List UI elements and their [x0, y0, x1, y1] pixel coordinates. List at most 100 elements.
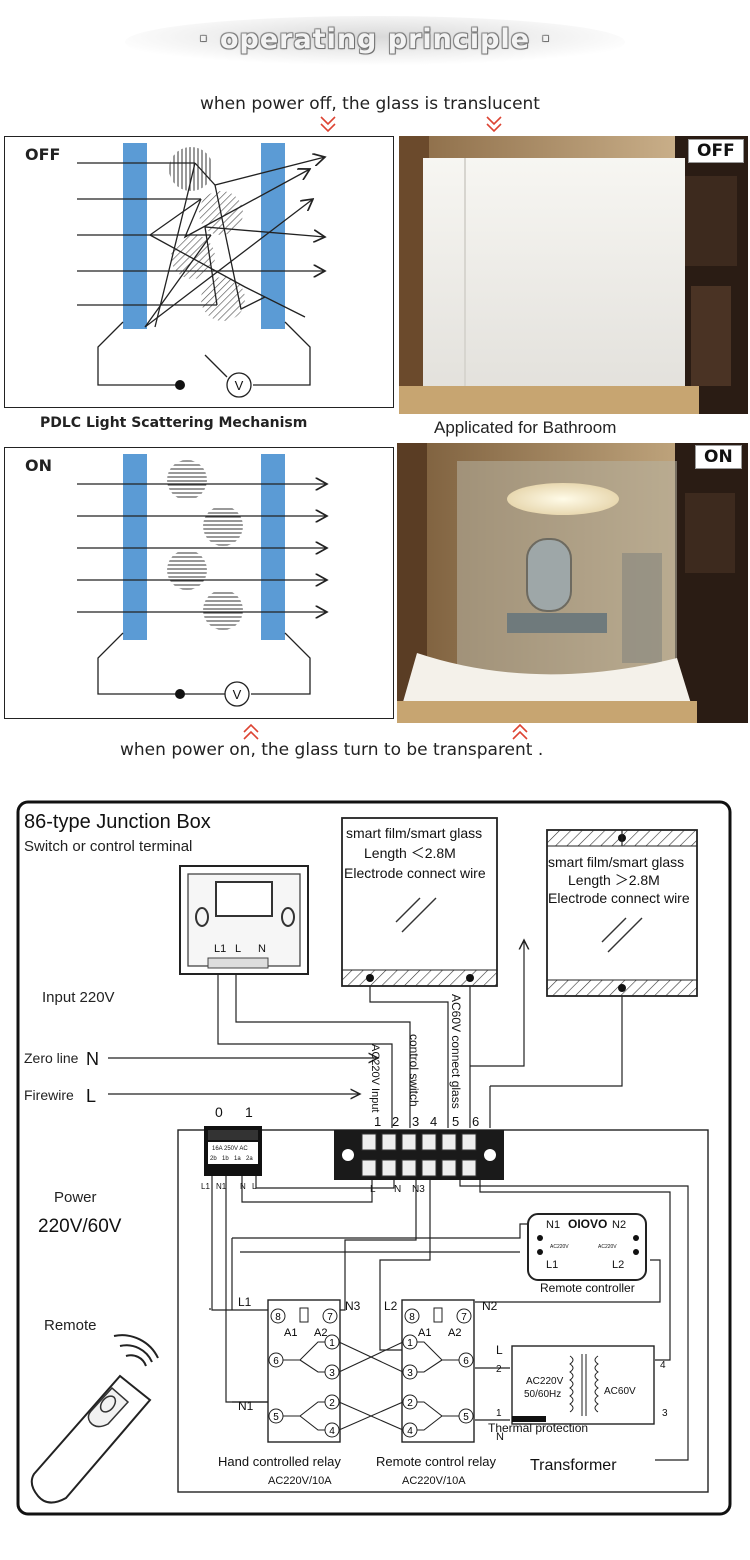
relay-pin: 3	[329, 1368, 335, 1379]
chevron-up-icon	[243, 723, 259, 740]
chevron-up-icon	[512, 723, 528, 740]
terminal-number: 3	[412, 1114, 419, 1129]
off-diagram-caption: PDLC Light Scattering Mechanism	[40, 415, 308, 431]
pdlc-on-diagram: V	[77, 454, 393, 707]
remote-pin: L2	[612, 1259, 624, 1271]
remote-pin: N1	[546, 1219, 560, 1231]
remote-relay-name: Remote control relay	[376, 1454, 496, 1469]
relay-pin: 6	[463, 1356, 469, 1367]
junction-pin: N	[258, 943, 266, 955]
junction-pin: L1	[214, 943, 226, 955]
relay-tag-n3: N3	[345, 1299, 361, 1313]
switch-on-label: 1	[245, 1104, 253, 1120]
ac60-connect-label: AC60V connect glass	[449, 994, 463, 1109]
control-switch-label: control switch	[407, 1034, 421, 1107]
relay-pin: 7	[327, 1312, 333, 1323]
transformer-pin: 1	[496, 1408, 502, 1419]
film-long-line2: Length ＞2.8M	[568, 872, 660, 888]
on-state-label: ON	[25, 456, 52, 475]
switch-pin: L1	[201, 1182, 210, 1191]
film-short-line2: Length ＜2.8M	[364, 845, 456, 861]
chevron-down-icon	[320, 116, 336, 133]
relay-coil: A1	[418, 1327, 431, 1339]
relay-pin: 6	[273, 1356, 279, 1367]
zero-line-label: Zero line	[24, 1050, 79, 1066]
page-title: · operating principle ·	[198, 24, 552, 55]
switch-pin: 2b	[210, 1156, 217, 1162]
relay-tag-n1: N1	[238, 1399, 254, 1413]
zero-line-symbol: N	[86, 1049, 99, 1069]
switch-pin: 1a	[234, 1156, 241, 1162]
transformer-pin: 4	[660, 1360, 666, 1371]
smart-film-long: smart film/smart glass Length ＞2.8M Elec…	[546, 829, 698, 997]
chevron-down-icon	[486, 116, 502, 133]
terminal-number: 4	[430, 1114, 437, 1129]
terminal-bottom-label: N	[394, 1184, 401, 1195]
junction-pin: L	[235, 943, 241, 955]
remote-pin: N2	[612, 1219, 626, 1231]
relay-tag-l1: L1	[238, 1295, 252, 1309]
transformer: AC220V 50/60Hz AC60V 2 1 4 3 L N	[496, 1343, 668, 1443]
relay-pin: 1	[407, 1338, 413, 1349]
remote-controller-caption: Remote controller	[540, 1281, 635, 1295]
transformer-tag: L	[496, 1343, 503, 1357]
thermal-protection-label: Thermal protection	[488, 1421, 588, 1435]
input-label: Input 220V	[42, 989, 115, 1006]
film-long-line1: smart film/smart glass	[548, 854, 684, 870]
off-diagram-panel: OFF	[4, 136, 394, 408]
hand-relay-rating: AC220V/10A	[268, 1475, 332, 1487]
on-diagram-panel: ON V	[4, 447, 394, 719]
relay-coil: A2	[448, 1327, 461, 1339]
remote-pin: L1	[546, 1259, 558, 1271]
photo-off-tag: OFF	[688, 139, 744, 163]
terminal-number: 5	[452, 1114, 459, 1129]
title-banner	[125, 16, 625, 68]
remote-fob: Remote	[30, 1317, 159, 1504]
relay-pin: 8	[275, 1312, 281, 1323]
terminal-number: 2	[392, 1114, 399, 1129]
remote-relay-rating: AC220V/10A	[402, 1475, 466, 1487]
firewire-label: Firewire	[24, 1087, 74, 1103]
switch-off-label: 0	[215, 1104, 223, 1120]
wiring-frame	[16, 800, 732, 1516]
remote-controller-module: N1 OIOVO N2 L1 L2 AC220V AC220V	[527, 1213, 647, 1281]
remote-brand: OIOVO	[568, 1217, 607, 1231]
remote-label: Remote	[44, 1317, 97, 1334]
remote-relay: 8 7 A1 A2 1 3 6 2 4 5	[401, 1299, 475, 1443]
relay-pin: 3	[407, 1368, 413, 1379]
relay-pin: 8	[409, 1312, 415, 1323]
terminal-number: 6	[472, 1114, 479, 1129]
hand-relay: 8 7 A1 A2 1 6 3 2 5 4	[267, 1299, 341, 1443]
transformer-primary: 50/60Hz	[524, 1389, 561, 1400]
terminal-bottom-label: L	[370, 1184, 376, 1195]
wiring-diagram: 86-type Junction Box Switch or control t…	[16, 800, 732, 1516]
relay-pin: 4	[329, 1426, 335, 1437]
relay-coil: A2	[314, 1327, 327, 1339]
transformer-pin: 3	[662, 1408, 668, 1419]
relay-pin: 5	[463, 1412, 469, 1423]
firewire-symbol: L	[86, 1086, 96, 1106]
switch-pin: L	[252, 1182, 257, 1191]
ac220-input-label: AC220V Input	[369, 1044, 381, 1113]
transformer-pin: 2	[496, 1364, 502, 1375]
relay-pin: 5	[273, 1412, 279, 1423]
relay-coil: A1	[284, 1327, 297, 1339]
smart-film-short: smart film/smart glass Length ＜2.8M Elec…	[341, 817, 498, 987]
relay-tag-n2: N2	[482, 1299, 498, 1313]
relay-pin: 1	[329, 1338, 335, 1349]
switch-rating: 16A 250V AC	[212, 1146, 248, 1152]
remote-spec: AC220V	[550, 1244, 569, 1250]
terminal-bottom-label: N3	[412, 1184, 425, 1195]
relay-pin: 2	[329, 1398, 335, 1409]
voltmeter-label: V	[233, 687, 242, 702]
relay-pin: 4	[407, 1426, 413, 1437]
rocker-switch: 0 1 16A 250V AC 2b 1b 1a 2a L1 N1 N L	[201, 1104, 262, 1191]
power-on-caption: when power on, the glass turn to be tran…	[120, 740, 544, 760]
transformer-secondary: AC60V	[604, 1386, 636, 1397]
switch-pin: N1	[216, 1182, 227, 1191]
relay-tag-l2: L2	[384, 1299, 398, 1313]
film-short-line1: smart film/smart glass	[346, 825, 482, 841]
terminal-block	[334, 1130, 504, 1180]
box-subtitle: Switch or control terminal	[24, 838, 192, 855]
bathroom-photo-on	[397, 443, 748, 723]
